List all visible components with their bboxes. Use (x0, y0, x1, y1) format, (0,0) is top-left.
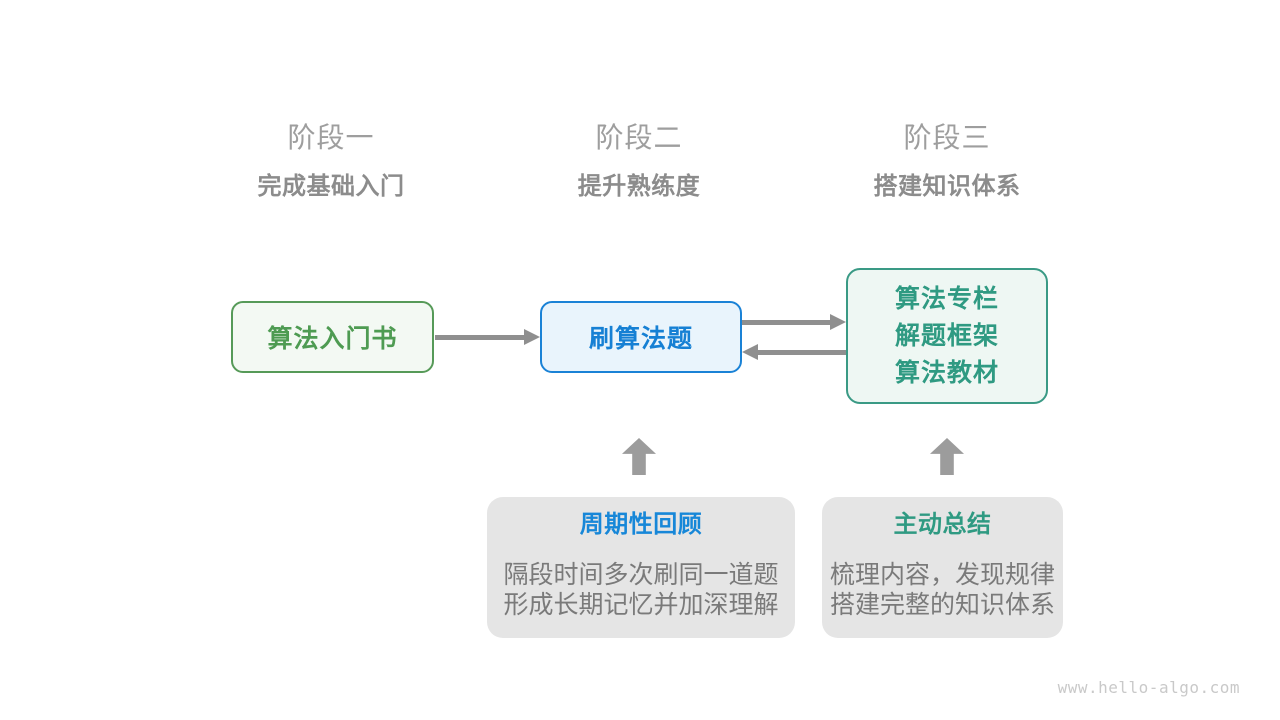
flow-box-practice-problems-label: 刷算法题 (588, 325, 693, 353)
arrow-shaft (435, 334, 524, 340)
arrow-left-icon (742, 344, 846, 360)
stage-3-subtitle: 搭建知识体系 (873, 173, 1021, 200)
stage-column-1: 阶段一 完成基础入门 (181, 122, 481, 200)
note-body-line-1: 隔段时间多次刷同一道题 (503, 561, 779, 589)
flow-box-beginner-book-label: 算法入门书 (267, 325, 398, 353)
flow-box-resources-line-3: 算法教材 (894, 358, 999, 387)
arrow-up-icon (622, 438, 656, 475)
arrow-right-icon (435, 329, 540, 345)
arrow-shaft (742, 319, 830, 325)
stage-1-label: 阶段一 (287, 122, 375, 153)
stage-column-3: 阶段三 搭建知识体系 (797, 122, 1097, 200)
note-card-active-summary-body: 梳理内容，发现规律 搭建完整的知识体系 (822, 560, 1063, 620)
arrow-head-right-icon (524, 329, 540, 345)
flow-box-knowledge-resources: 算法专栏 解题框架 算法教材 (846, 268, 1048, 404)
flow-box-practice-problems: 刷算法题 (540, 301, 742, 373)
stage-2-label: 阶段二 (595, 122, 683, 153)
flow-box-beginner-book: 算法入门书 (231, 301, 434, 373)
note-card-periodic-review-body: 隔段时间多次刷同一道题 形成长期记忆并加深理解 (487, 560, 795, 620)
site-watermark: www.hello-algo.com (1057, 678, 1240, 697)
stage-3-label: 阶段三 (903, 122, 991, 153)
arrow-up-icon (930, 438, 964, 475)
stage-1-subtitle: 完成基础入门 (257, 173, 405, 200)
note-card-periodic-review-title: 周期性回顾 (579, 511, 703, 538)
note-body-line-2: 形成长期记忆并加深理解 (503, 591, 779, 619)
note-card-active-summary-title: 主动总结 (893, 511, 992, 538)
arrow-head-left-icon (742, 344, 758, 360)
arrow-head-right-icon (830, 314, 846, 330)
arrow-shaft (758, 349, 846, 355)
note-card-periodic-review: 周期性回顾 隔段时间多次刷同一道题 形成长期记忆并加深理解 (487, 497, 795, 638)
stage-2-subtitle: 提升熟练度 (577, 173, 701, 200)
stage-column-2: 阶段二 提升熟练度 (489, 122, 789, 200)
flow-box-resources-line-2: 解题框架 (894, 321, 999, 350)
note-card-active-summary: 主动总结 梳理内容，发现规律 搭建完整的知识体系 (822, 497, 1063, 638)
note-body-line-2: 搭建完整的知识体系 (829, 591, 1055, 619)
arrow-right-icon (742, 314, 846, 330)
note-body-line-1: 梳理内容，发现规律 (829, 561, 1055, 589)
flow-box-resources-line-1: 算法专栏 (894, 284, 999, 313)
